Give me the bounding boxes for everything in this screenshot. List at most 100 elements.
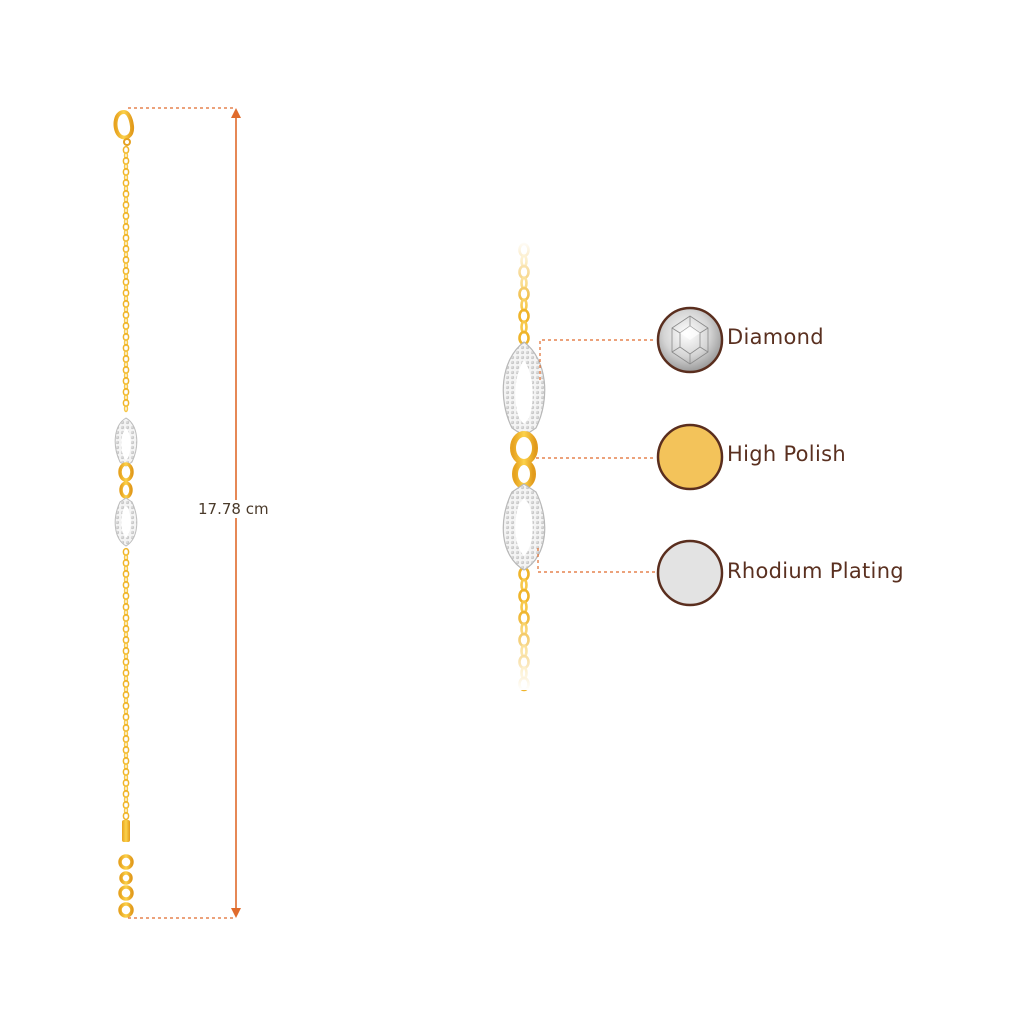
chain-link xyxy=(123,685,129,694)
diamond-icon xyxy=(656,306,724,374)
gold-center-links xyxy=(118,462,134,499)
chain-link xyxy=(123,564,129,573)
chain-link xyxy=(122,547,130,557)
chain-link xyxy=(123,641,129,650)
chain-link xyxy=(123,597,129,606)
chain-link xyxy=(122,580,130,590)
chain-link xyxy=(122,811,130,821)
zoom-diamond-link-upper xyxy=(502,341,546,437)
chain-link xyxy=(123,586,129,595)
chain-link xyxy=(123,283,129,292)
chain-link xyxy=(122,211,130,221)
chain-link xyxy=(122,310,130,320)
bracelet-length-label: 17.78 cm xyxy=(196,500,271,518)
chain-link xyxy=(122,745,130,755)
chain-link xyxy=(122,244,130,254)
chain-link xyxy=(122,365,130,375)
chain-link xyxy=(122,277,130,287)
chain-link xyxy=(122,178,130,188)
chain-link xyxy=(518,588,530,604)
chain-link xyxy=(122,299,130,309)
chain-link xyxy=(122,602,130,612)
chain-link xyxy=(122,635,130,645)
chain-link xyxy=(122,189,130,199)
chain-link xyxy=(122,145,130,155)
zoom-gold-center-links xyxy=(510,431,538,489)
chain-link xyxy=(123,575,129,584)
chain-link xyxy=(122,200,130,210)
chain-link xyxy=(122,646,130,656)
chain-link xyxy=(122,376,130,386)
chain-link xyxy=(123,371,129,380)
chain-link xyxy=(123,261,129,270)
chain-link xyxy=(122,690,130,700)
chain-link xyxy=(122,343,130,353)
chain-link xyxy=(122,591,130,601)
diamond-link-upper xyxy=(114,417,138,467)
chain-link xyxy=(122,613,130,623)
diamond-link-lower xyxy=(114,497,138,547)
chain-link xyxy=(122,756,130,766)
chain-link xyxy=(123,751,129,760)
chain-link xyxy=(122,789,130,799)
chain-link xyxy=(123,630,129,639)
callout-line-rhodium xyxy=(537,548,655,573)
chain-link xyxy=(123,173,129,182)
chain-lower xyxy=(122,547,130,821)
chain-link xyxy=(123,349,129,358)
chain-link xyxy=(122,288,130,298)
chain-link xyxy=(123,652,129,661)
chain-link xyxy=(122,167,130,177)
chain-link xyxy=(123,228,129,237)
chain-link xyxy=(122,624,130,634)
chain-link xyxy=(122,723,130,733)
chain-link xyxy=(123,151,129,160)
chain-link xyxy=(122,321,130,331)
chain-link xyxy=(122,255,130,265)
chain-link xyxy=(123,327,129,336)
chain-link xyxy=(122,332,130,342)
zoomed-detail xyxy=(500,240,724,692)
chain-link xyxy=(123,162,129,171)
chain-link xyxy=(123,806,129,815)
chain-link xyxy=(518,308,530,324)
chain-link xyxy=(122,657,130,667)
chain-link xyxy=(123,696,129,705)
chain-link xyxy=(123,608,129,617)
chain-link xyxy=(122,233,130,243)
chain-link xyxy=(122,668,130,678)
chain-link xyxy=(122,558,130,568)
chain-link xyxy=(122,569,130,579)
chain-link xyxy=(123,619,129,628)
chain-link xyxy=(123,250,129,259)
chain-link xyxy=(123,360,129,369)
chain-link xyxy=(123,795,129,804)
chain-link xyxy=(123,553,129,562)
chain-link xyxy=(123,663,129,672)
chain-link xyxy=(123,305,129,314)
chain-link xyxy=(123,674,129,683)
chain-link xyxy=(123,338,129,347)
dimension-arrow-top xyxy=(231,108,241,118)
chain-link xyxy=(122,679,130,689)
chain-link xyxy=(122,800,130,810)
chain-link xyxy=(123,773,129,782)
chain-link xyxy=(123,195,129,204)
chain-link xyxy=(123,707,129,716)
feature-label-diamond: Diamond xyxy=(727,325,824,349)
feature-label-high-polish: High Polish xyxy=(727,442,846,466)
callout-line-diamond xyxy=(539,339,655,380)
chain-link xyxy=(123,294,129,303)
chain-link xyxy=(122,387,130,397)
chain-link xyxy=(123,740,129,749)
chain-link xyxy=(123,404,129,413)
chain-link xyxy=(123,239,129,248)
chain-link xyxy=(122,767,130,777)
chain-upper xyxy=(122,145,130,413)
chain-link xyxy=(123,272,129,281)
full-bracelet xyxy=(113,107,241,919)
chain-link xyxy=(123,206,129,215)
chain-link xyxy=(123,718,129,727)
chain-link xyxy=(123,762,129,771)
